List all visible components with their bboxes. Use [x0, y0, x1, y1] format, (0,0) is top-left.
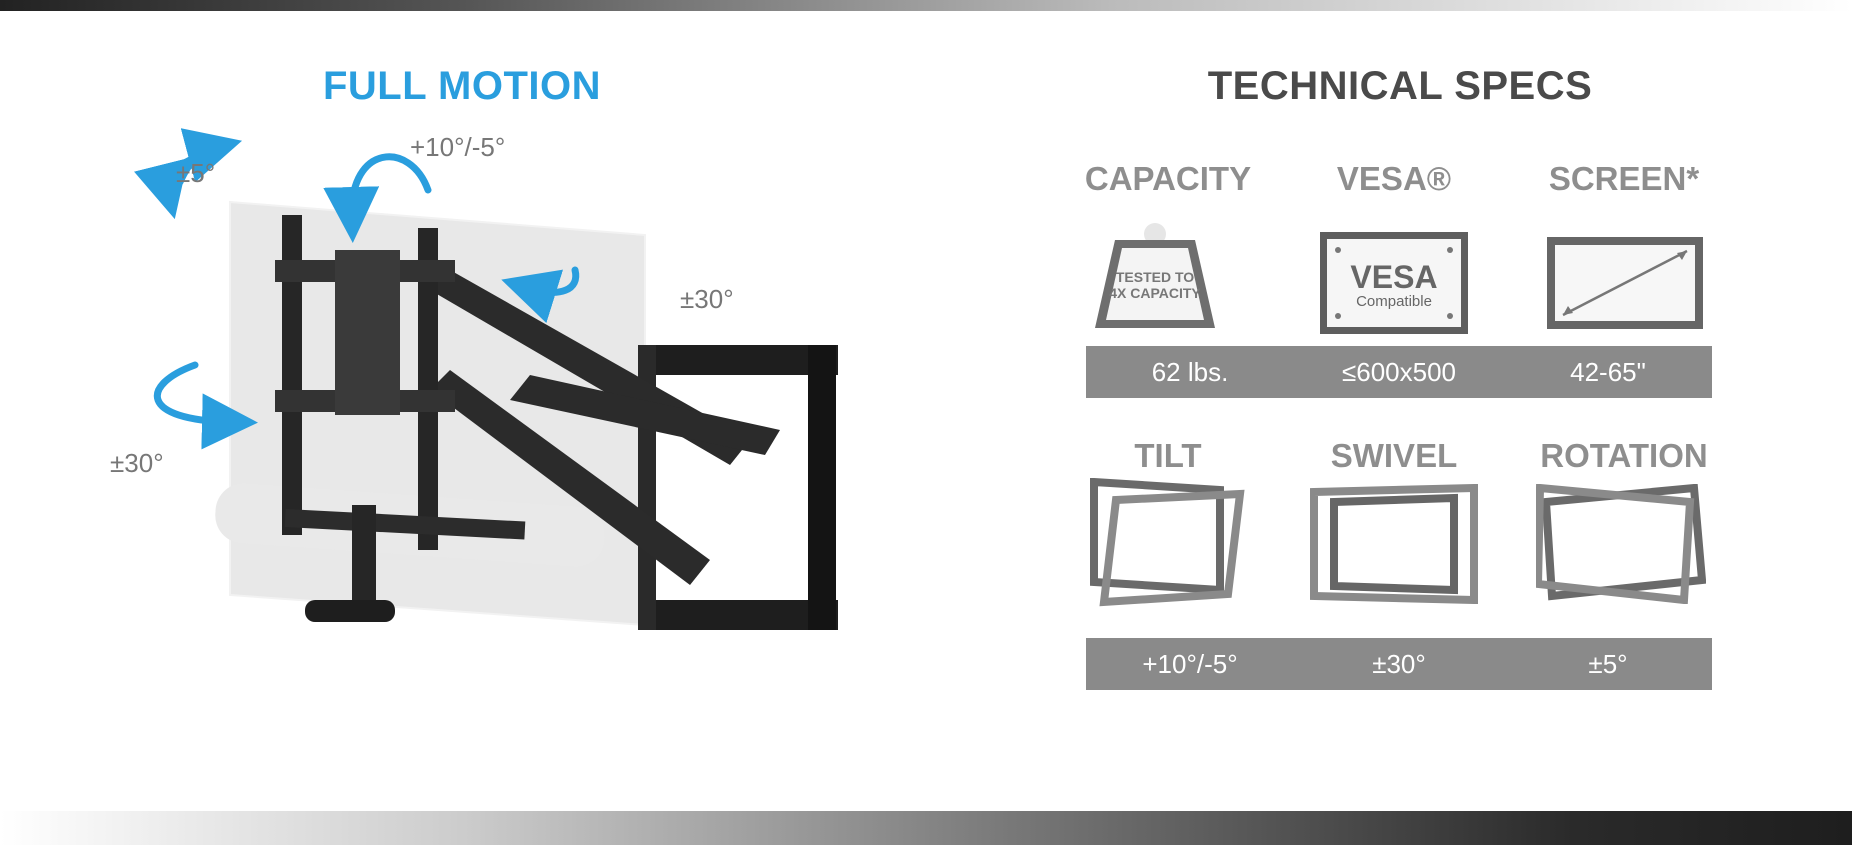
wall-plate-shape — [638, 345, 838, 630]
tv-bracket-shape — [275, 215, 526, 622]
tv-mount-illustration — [134, 128, 838, 630]
bottom-gradient-bar — [0, 811, 1852, 845]
spec-header-rotation: ROTATION — [1540, 437, 1708, 474]
spec-header-capacity: CAPACITY — [1084, 160, 1252, 197]
spec-header-screen: SCREEN* — [1548, 160, 1700, 197]
spec-header-tilt: TILT — [1134, 437, 1202, 474]
angle-label-tilt: +10°/-5° — [410, 132, 506, 162]
svg-text:Compatible: Compatible — [1356, 293, 1432, 310]
svg-text:4X CAPACITY: 4X CAPACITY — [1109, 285, 1201, 301]
vesa-plate-icon: VESA Compatible — [1320, 232, 1468, 334]
spec-value-vesa: ≤600x500 — [1341, 357, 1457, 387]
top-gradient-bar — [0, 0, 1852, 11]
spec-values-bar-2: +10°/-5° ±30° ±5° — [1086, 638, 1712, 690]
spec-value-capacity: 62 lbs. — [1151, 357, 1229, 387]
spec-header-swivel: SWIVEL — [1330, 437, 1458, 474]
swivel-icon — [1310, 484, 1478, 604]
technical-specs-title: TECHNICAL SPECS — [1207, 64, 1593, 108]
spec-value-tilt: +10°/-5° — [1142, 649, 1238, 679]
svg-text:TESTED TO: TESTED TO — [1116, 269, 1194, 285]
screen-diagonal-icon — [1547, 237, 1703, 329]
spec-values-bar-1: 62 lbs. ≤600x500 42-65" — [1086, 346, 1712, 398]
angle-label-swivel-right: ±30° — [680, 284, 734, 314]
tilt-icon — [1090, 478, 1245, 607]
spec-value-rotation: ±5° — [1588, 649, 1628, 679]
angle-label-swivel-left: ±30° — [110, 448, 164, 478]
angle-label-rotation: ±5° — [176, 158, 216, 188]
spec-header-vesa: VESA® — [1336, 160, 1452, 197]
spec-value-screen: 42-65" — [1570, 357, 1646, 387]
rotation-icon — [1536, 484, 1706, 604]
svg-text:VESA: VESA — [1350, 259, 1437, 295]
full-motion-title: FULL MOTION — [322, 64, 602, 108]
motion-arrows — [134, 128, 580, 450]
spec-value-swivel: ±30° — [1372, 649, 1426, 679]
weight-capacity-icon: TESTED TO 4X CAPACITY — [1095, 223, 1215, 328]
